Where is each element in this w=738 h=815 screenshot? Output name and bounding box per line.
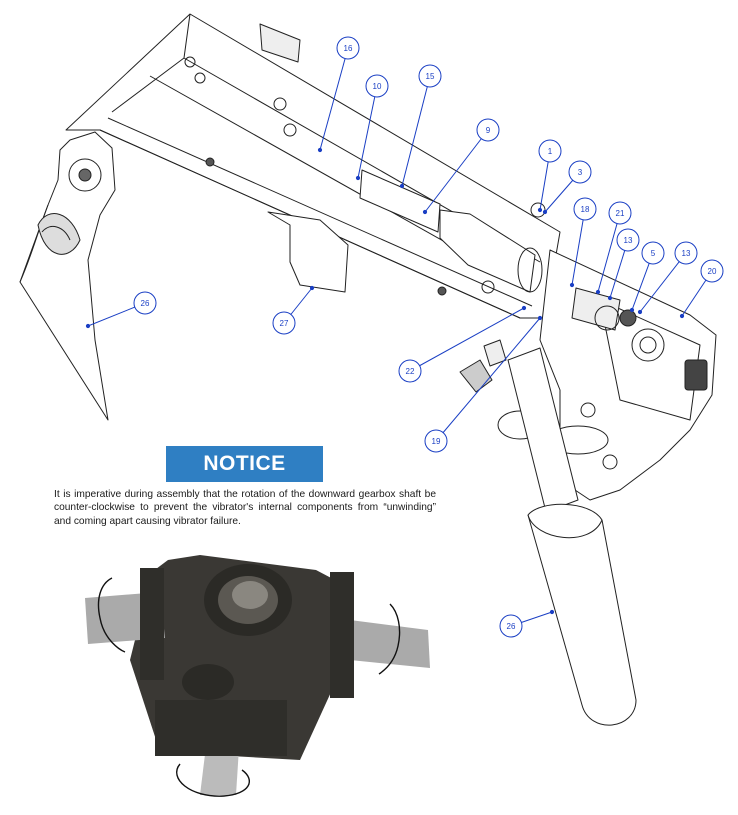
callout-balloon: 19 — [424, 429, 448, 453]
callout-balloon: 13 — [616, 228, 640, 252]
callout-circle — [499, 614, 523, 638]
callout-leader-tip — [85, 323, 91, 329]
callout-leader-tip — [422, 209, 428, 215]
callout-circle — [424, 429, 448, 453]
notice-banner: NOTICE — [166, 446, 323, 482]
callout-circle — [272, 311, 296, 335]
callout-number: 19 — [432, 437, 441, 446]
callout-number: 22 — [406, 367, 415, 376]
callout-leader-tip — [537, 207, 543, 213]
callout-leader — [424, 129, 489, 213]
callout-leader-tip — [521, 305, 527, 311]
callout-balloon: 26 — [133, 291, 157, 315]
rotation-arrows — [97, 577, 401, 797]
callout-balloon: 21 — [608, 201, 632, 225]
callout-number: 20 — [708, 267, 717, 276]
callout-balloon: 26 — [499, 614, 523, 638]
callout-number: 13 — [624, 236, 633, 245]
callout-circle — [398, 359, 422, 383]
callout-balloon: 18 — [573, 197, 597, 221]
callout-balloon: 13 — [674, 241, 698, 265]
callout-circle — [418, 64, 442, 88]
callout-leader-tip — [595, 289, 601, 295]
callout-number: 21 — [616, 209, 625, 218]
callout-leader — [435, 317, 541, 442]
callout-leader-tip — [399, 183, 405, 189]
callout-circle — [568, 160, 592, 184]
gearbox-photo — [85, 555, 430, 795]
callout-balloon: 20 — [700, 259, 724, 283]
callout-leader-tip — [537, 315, 543, 321]
callout-balloon: 22 — [398, 359, 422, 383]
callout-circle — [133, 291, 157, 315]
callout-balloon: 16 — [336, 36, 360, 60]
callout-circle — [538, 139, 562, 163]
callout-number: 15 — [426, 72, 435, 81]
callout-leader-tip — [317, 147, 323, 153]
callout-number: 5 — [651, 249, 656, 258]
callout-number: 27 — [280, 319, 289, 328]
callout-leader — [357, 85, 378, 179]
arrow-left-shaft — [97, 577, 126, 653]
callout-leader — [571, 208, 586, 286]
callout-number: 1 — [548, 147, 553, 156]
callout-leader-tip — [549, 609, 555, 615]
callout-leader-tip — [637, 309, 643, 315]
arrow-bottom-shaft — [176, 763, 251, 797]
callout-circle — [616, 228, 640, 252]
notice-text: It is imperative during assembly that th… — [54, 489, 436, 527]
callout-number: 3 — [578, 168, 583, 177]
callout-leader-tip — [629, 307, 635, 313]
callout-balloon: 1 — [538, 139, 562, 163]
callout-balloon: 9 — [476, 118, 500, 142]
callout-number: 10 — [373, 82, 382, 91]
callout-circle — [365, 74, 389, 98]
line-art — [19, 13, 717, 726]
callout-leader-tip — [679, 313, 685, 319]
callout-circle — [476, 118, 500, 142]
callout-number: 13 — [682, 249, 691, 258]
callout-balloon: 15 — [418, 64, 442, 88]
callout-circle — [674, 241, 698, 265]
callout-leader-tip — [607, 295, 613, 301]
callout-balloon: 5 — [641, 241, 665, 265]
arrow-right-shaft — [378, 603, 401, 675]
callout-circle — [608, 201, 632, 225]
callout-number: 16 — [344, 44, 353, 53]
callout-leader — [639, 252, 687, 313]
callout-leader — [409, 307, 525, 372]
callout-number: 26 — [141, 299, 150, 308]
callout-leader — [597, 212, 621, 293]
callout-leaders — [85, 47, 713, 627]
callout-number: 9 — [486, 126, 491, 135]
callout-leader-tip — [355, 175, 361, 181]
callout-balloon: 3 — [568, 160, 592, 184]
callout-leader — [401, 75, 431, 187]
callout-leader-tip — [542, 209, 548, 215]
callout-leader — [319, 47, 349, 151]
callout-leader-tip — [569, 282, 575, 288]
callout-balloon: 27 — [272, 311, 296, 335]
callout-circle — [573, 197, 597, 221]
callout-number: 18 — [581, 205, 590, 214]
callout-balloon: 10 — [365, 74, 389, 98]
callout-leader-tip — [309, 285, 315, 291]
callout-circle — [641, 241, 665, 265]
callout-circle — [700, 259, 724, 283]
callout-circle — [336, 36, 360, 60]
callout-number: 26 — [507, 622, 516, 631]
